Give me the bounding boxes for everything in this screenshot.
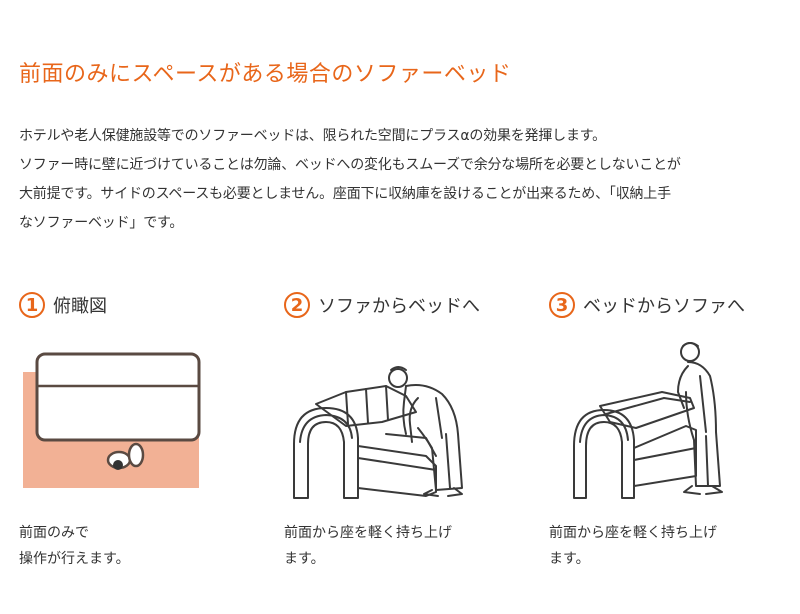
sofa-bed-outline — [35, 352, 201, 442]
bed-icon — [573, 391, 697, 499]
step-1-header: 1 俯瞰図 — [19, 290, 107, 320]
page-title: 前面のみにスペースがある場合のソファーベッド — [19, 62, 512, 87]
step-3-header: 3 ベッドからソファへ — [549, 290, 745, 320]
person-icon — [677, 342, 723, 495]
step-3-caption: 前面から座を軽く持ち上げ ます。 — [549, 520, 717, 572]
step-2-caption: 前面から座を軽く持ち上げ ます。 — [284, 520, 452, 572]
step-title: ベッドからソファへ — [583, 296, 745, 317]
step-number-badge: 3 — [549, 292, 575, 318]
intro-line: ホテルや老人保健施設等でのソファーベッドは、限られた空間にプラスαの効果を発揮し… — [19, 128, 606, 144]
top-view-illustration — [23, 352, 201, 488]
intro-line: ソファー時に壁に近づけていることは勿論、ベッドへの変化もスムーズで余分な場所を必… — [19, 157, 681, 173]
intro-line: 大前提です。サイドのスペースも必要としません。座面下に収納庫を設けることが出来る… — [19, 186, 671, 202]
person-icon — [388, 366, 463, 497]
caption-line: ます。 — [284, 551, 325, 567]
step-number-badge: 2 — [284, 292, 310, 318]
caption-line: 前面のみで — [19, 525, 89, 541]
person-top-view-icon — [106, 442, 145, 470]
intro-line: なソファーベッド」です。 — [19, 215, 184, 231]
caption-line: 前面から座を軽く持ち上げ — [284, 525, 452, 541]
caption-line: 前面から座を軽く持ち上げ — [549, 525, 717, 541]
caption-line: 操作が行えます。 — [19, 551, 130, 567]
step-1-caption: 前面のみで 操作が行えます。 — [19, 520, 130, 572]
bed-to-sofa-illustration — [573, 342, 723, 499]
step-number-badge: 1 — [19, 292, 45, 318]
step-title: 俯瞰図 — [53, 296, 107, 317]
step-2-header: 2 ソファからベッドへ — [284, 290, 480, 320]
step-title: ソファからベッドへ — [318, 296, 480, 317]
intro-text: ホテルや老人保健施設等でのソファーベッドは、限られた空間にプラスαの効果を発揮し… — [19, 122, 789, 238]
sofa-to-bed-illustration — [293, 366, 463, 499]
caption-line: ます。 — [549, 551, 590, 567]
